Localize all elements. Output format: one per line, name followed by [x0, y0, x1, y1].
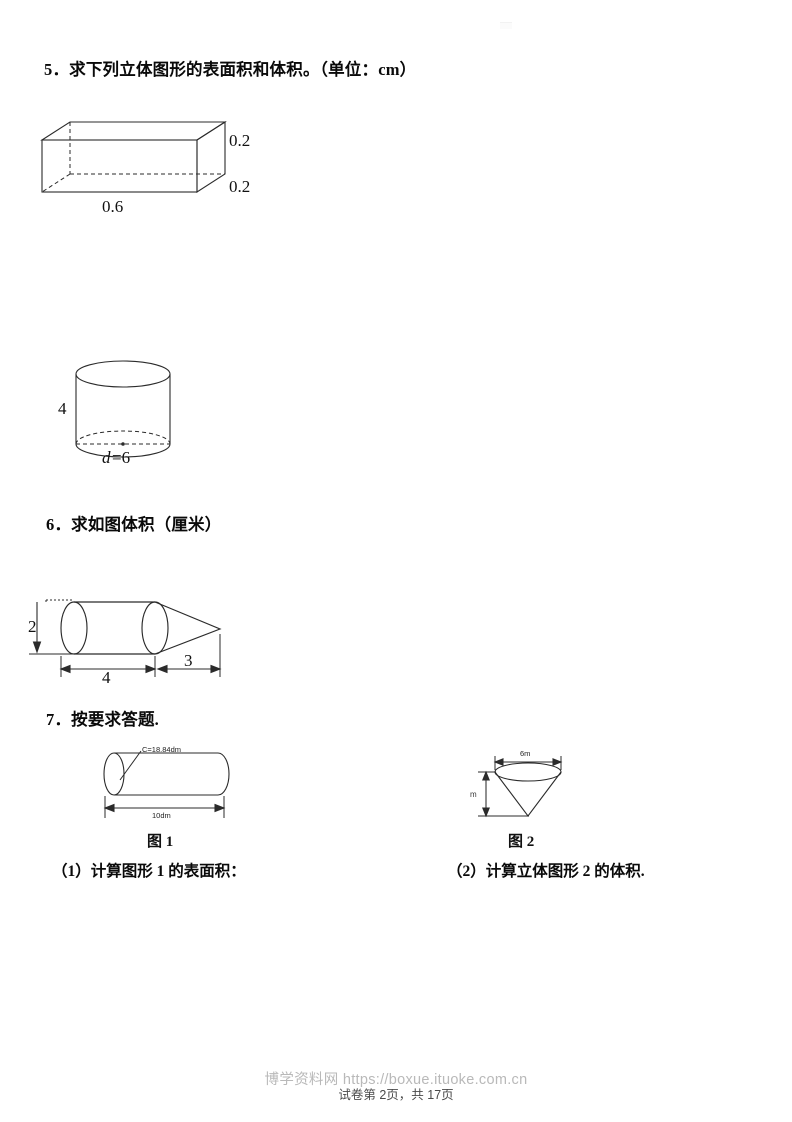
page-number-footer: 试卷第 2页，共 17页: [338, 1088, 454, 1102]
corner-artifact: [500, 22, 512, 29]
figure-1-length-label: 10dm: [152, 811, 171, 820]
figure-2-caption: 图 2: [508, 834, 535, 850]
composite-diameter-label: 2: [28, 617, 37, 636]
figure-2-diameter-label: 6m: [520, 749, 530, 758]
prism-depth-label: 0.2: [229, 177, 250, 196]
prism-height-label: 0.2: [229, 131, 250, 150]
figure-2-height-label: m: [470, 790, 477, 799]
figure-cylinder-cone-composite: 2 4 3: [24, 584, 254, 684]
cylinder-diameter-value: =6: [112, 448, 130, 467]
figure-rectangular-prism: 0.2 0.2 0.6: [30, 118, 260, 218]
cylinder-height-label: 4: [58, 399, 67, 418]
figure-2-inverted-cone: 6m m: [466, 748, 606, 838]
cylinder-diameter-symbol: d: [102, 448, 111, 467]
site-watermark: 博学资料网 https://boxue.ituoke.com.cn: [264, 1072, 528, 1088]
figure-1-caption: 图 1: [147, 834, 174, 850]
question-7-subquestion-1: （1）计算图形 1 的表面积：: [52, 863, 246, 880]
question-7-heading: 7．按要求答题.: [46, 710, 159, 729]
figure-cylinder: 4 d =6: [52, 352, 222, 467]
figure-1-horizontal-cylinder: C=18.84dm 10dm: [96, 742, 276, 827]
prism-length-label: 0.6: [102, 197, 123, 216]
question-7-subquestion-2: （2）计算立体图形 2 的体积.: [447, 863, 645, 880]
question-6-heading: 6．求如图体积（厘米）: [46, 515, 222, 534]
composite-cone-length-label: 3: [184, 651, 193, 670]
composite-cylinder-length-label: 4: [102, 668, 111, 684]
figure-1-circumference-label: C=18.84dm: [142, 745, 181, 754]
question-5-heading: 5．求下列立体图形的表面积和体积。（单位：cm）: [44, 60, 417, 79]
